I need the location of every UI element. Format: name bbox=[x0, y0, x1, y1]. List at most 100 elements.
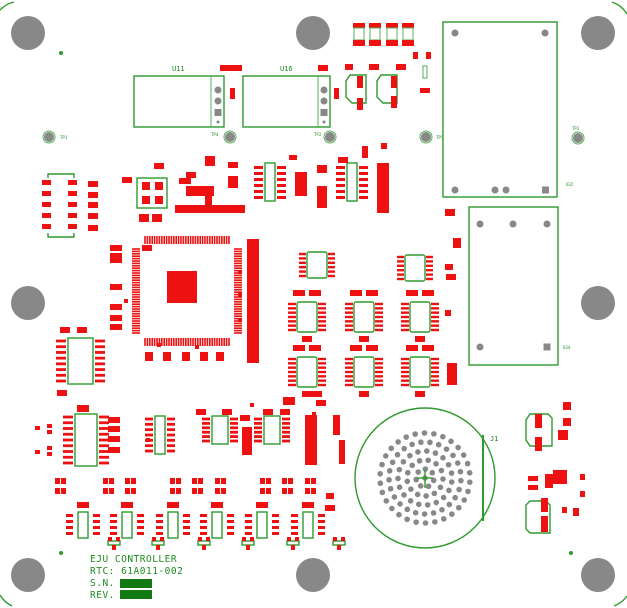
soic-pin bbox=[288, 307, 296, 310]
passive-pad bbox=[192, 478, 197, 484]
j1-pin bbox=[391, 494, 398, 500]
soic-pin bbox=[63, 444, 73, 448]
qfp-pin bbox=[153, 338, 156, 346]
driver-pin bbox=[318, 532, 325, 535]
soic-pin bbox=[99, 427, 109, 430]
soic-body bbox=[306, 251, 328, 279]
soic-pin bbox=[288, 315, 296, 319]
soic-pin bbox=[167, 449, 175, 453]
j1-pin bbox=[422, 520, 429, 526]
right-edge-passives bbox=[445, 264, 457, 385]
j1-pin bbox=[395, 439, 401, 445]
qfp-pin bbox=[221, 236, 223, 244]
passive-pad bbox=[309, 345, 321, 351]
driver-pin bbox=[227, 532, 234, 535]
qfp-pin bbox=[221, 338, 223, 346]
mounting-hole-mid-left bbox=[11, 286, 45, 320]
soic-body bbox=[404, 254, 426, 282]
j1-pin bbox=[457, 468, 464, 475]
j1-pin bbox=[412, 431, 418, 437]
passive-pad bbox=[61, 488, 66, 494]
soic-pin bbox=[277, 166, 286, 169]
qfp-pin bbox=[132, 308, 140, 310]
qfp-pin bbox=[132, 277, 140, 279]
j1-pin bbox=[407, 498, 414, 504]
soic-pin bbox=[359, 196, 368, 199]
soic-pin bbox=[282, 422, 290, 425]
qfp-pin bbox=[225, 236, 228, 244]
connector-j1: J1 bbox=[354, 407, 498, 549]
soic-pin bbox=[145, 449, 153, 453]
soic-pin bbox=[56, 351, 66, 354]
tp2-label: TP2 bbox=[314, 132, 322, 137]
soic-pin bbox=[397, 277, 404, 281]
j1-pin bbox=[423, 493, 429, 499]
soic-pin bbox=[397, 255, 404, 259]
soic-pin bbox=[56, 356, 66, 360]
driver-pin bbox=[272, 520, 279, 523]
j1-pin bbox=[431, 431, 437, 437]
soic-body bbox=[353, 301, 375, 333]
qfp-pin bbox=[189, 338, 192, 346]
passive-pad bbox=[266, 478, 271, 484]
j1-pin bbox=[437, 484, 444, 491]
diode-pad bbox=[198, 537, 202, 541]
soic-pin bbox=[318, 357, 326, 361]
mounting-hole-mid-right bbox=[581, 286, 615, 320]
soic-pin bbox=[375, 366, 383, 369]
soic-pin bbox=[401, 311, 409, 314]
passive-pad bbox=[293, 345, 305, 351]
j1-pin bbox=[440, 433, 446, 440]
mounting-hole-bottom-right bbox=[581, 558, 615, 592]
diode-pad bbox=[246, 545, 250, 550]
passive-pad bbox=[422, 345, 434, 351]
soic-pin bbox=[202, 426, 210, 430]
bottom-driver-row bbox=[55, 478, 346, 550]
soic-pin bbox=[401, 328, 409, 332]
soic-pin bbox=[145, 444, 153, 448]
driver-pin bbox=[200, 520, 207, 523]
soic-pin bbox=[431, 315, 439, 319]
j1-pin bbox=[396, 511, 402, 518]
soic-pin bbox=[401, 357, 409, 361]
j1-pin bbox=[396, 466, 403, 473]
qfp-pin bbox=[132, 320, 140, 322]
soic-pin bbox=[277, 184, 286, 187]
qfp-pin bbox=[170, 338, 173, 346]
passive-pad bbox=[109, 488, 114, 494]
soic-pin bbox=[431, 357, 439, 361]
qfp-pin bbox=[175, 236, 177, 244]
qfp-pin bbox=[234, 327, 242, 329]
soic-pin bbox=[288, 366, 296, 369]
left-lower-soics bbox=[35, 327, 345, 467]
driver-pin bbox=[110, 532, 117, 535]
driver-pin bbox=[110, 514, 117, 517]
j1-pin bbox=[449, 511, 455, 517]
qfp-pin bbox=[132, 272, 140, 274]
soic-pin bbox=[95, 351, 105, 354]
driver-pin bbox=[66, 532, 73, 535]
soic-pin bbox=[431, 383, 439, 387]
soic-pin bbox=[431, 362, 439, 365]
soic-pin bbox=[63, 432, 73, 436]
qfp-pin bbox=[132, 286, 140, 289]
passive-pad bbox=[103, 478, 108, 484]
driver-pin bbox=[245, 520, 252, 523]
soic-pin bbox=[288, 324, 296, 327]
qfp-pin bbox=[234, 248, 242, 250]
soic-pin bbox=[254, 422, 262, 425]
j1-pin bbox=[387, 485, 394, 492]
driver-pin bbox=[245, 526, 252, 529]
soic-pin bbox=[230, 426, 238, 430]
j1-pin bbox=[424, 502, 431, 508]
qfp-pin bbox=[177, 338, 180, 346]
driver-pin bbox=[137, 526, 144, 529]
j1-pin bbox=[460, 452, 467, 458]
j1-pin bbox=[464, 460, 471, 467]
j1-pin bbox=[417, 483, 424, 489]
soic-pin bbox=[345, 366, 353, 369]
qfp-pin bbox=[158, 338, 161, 346]
qfp-pin bbox=[132, 301, 140, 303]
qfp-pin bbox=[182, 236, 185, 244]
qfp-pin bbox=[197, 236, 199, 244]
